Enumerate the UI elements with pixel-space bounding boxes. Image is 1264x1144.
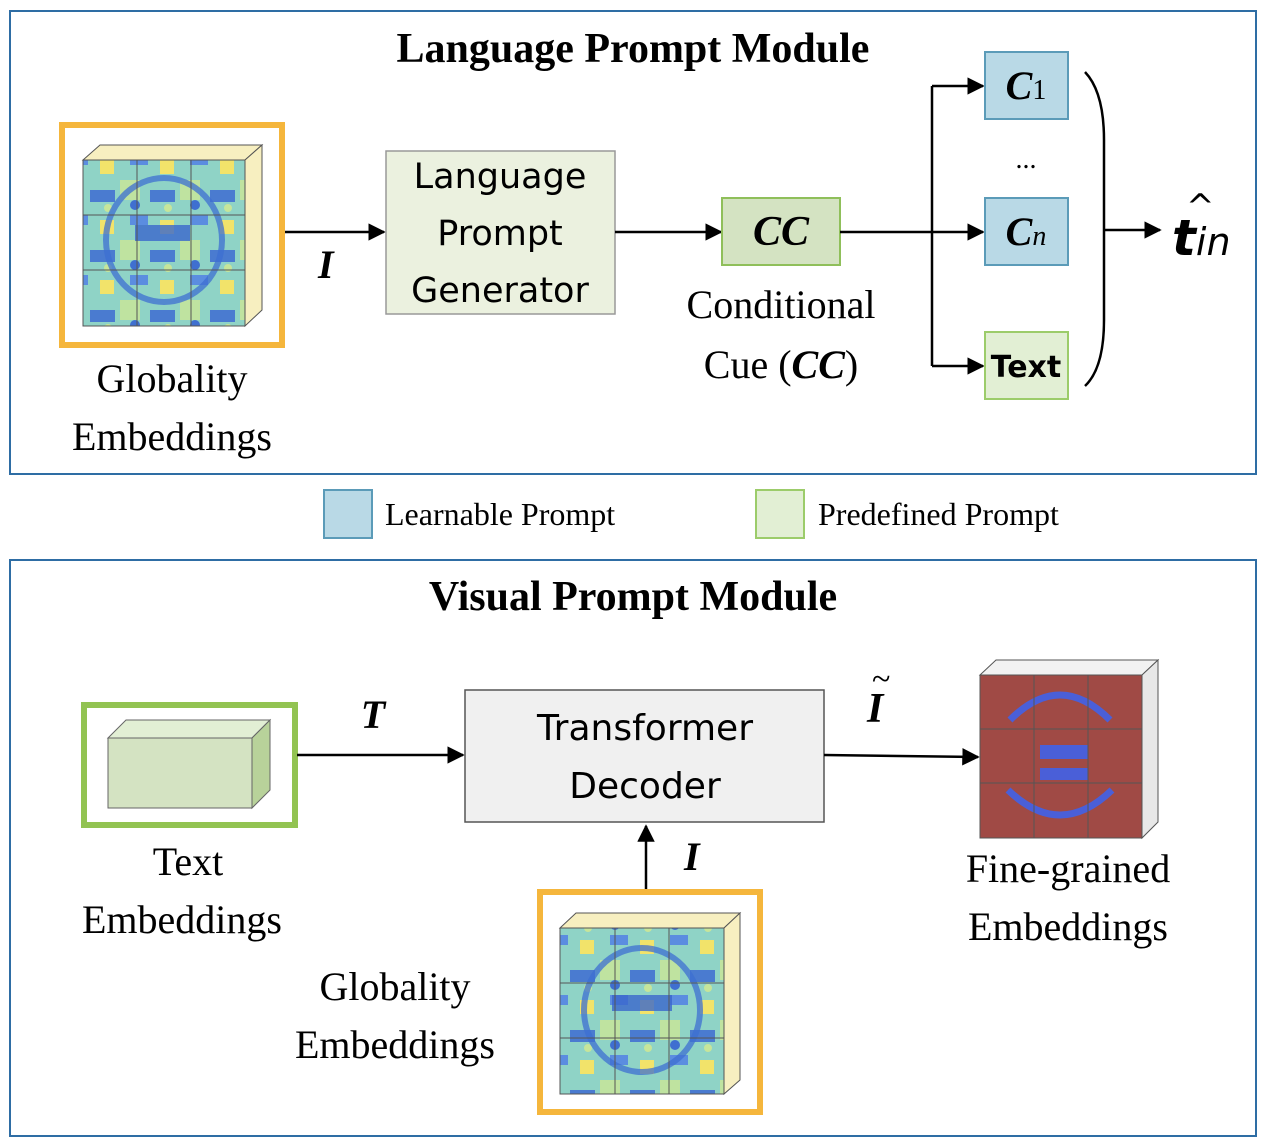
generator-label-2: Prompt	[437, 214, 563, 254]
generator-label-3: Generator	[411, 271, 589, 311]
text-symbol-t: T	[361, 692, 387, 737]
text-emb-label-2: Embeddings	[82, 897, 282, 942]
globality-label-top: Globality	[96, 356, 247, 401]
text-embedding-block	[81, 702, 298, 828]
output-hat: ^	[1186, 187, 1215, 227]
prompt-text-label: Text	[991, 350, 1062, 385]
globality-embedding-cube-bottom	[537, 889, 763, 1115]
language-module-frame	[9, 10, 1257, 475]
learnable-prompt-c1	[984, 51, 1069, 120]
transformer-decoder	[464, 689, 825, 823]
cc-symbol: CC	[753, 209, 810, 255]
visual-module-title: Visual Prompt Module	[429, 574, 837, 620]
legend-predefined-label: Predefined Prompt	[818, 496, 1059, 532]
prompt-cn-label: Cn	[1006, 209, 1047, 254]
arrow-decoder-to-fine	[823, 748, 980, 766]
language-prompt-generator	[385, 150, 616, 315]
fine-label-2: Embeddings	[968, 904, 1168, 949]
globality-embedding-cube	[59, 122, 285, 348]
input-symbol-i: I	[317, 242, 335, 287]
output-symbol-i-tilde: I	[866, 686, 885, 732]
legend-learnable-swatch	[323, 489, 373, 539]
prompt-c1-label: C1	[1006, 63, 1047, 108]
text-emb-label-1: Text	[153, 839, 224, 884]
output-tilde: ~	[872, 661, 890, 698]
globality-label-top-2: Embeddings	[72, 414, 272, 459]
visual-module-frame	[9, 559, 1257, 1137]
prompt-bracket	[1084, 71, 1106, 387]
predefined-prompt-text	[984, 331, 1069, 400]
output-t-in: tin	[1172, 209, 1231, 267]
fine-label-1: Fine-grained	[966, 846, 1170, 891]
decoder-input-symbol: I	[683, 834, 701, 879]
generator-label-1: Language	[414, 157, 587, 197]
cc-caption-1: Conditional	[687, 282, 876, 327]
fine-grained-embedding-cube	[978, 658, 1160, 840]
prompt-ellipsis: ...	[1016, 144, 1037, 175]
decoder-label-1: Transformer	[536, 708, 753, 749]
conditional-cue-box	[721, 197, 841, 266]
globality-label-bottom-2: Embeddings	[295, 1022, 495, 1067]
language-module-title: Language Prompt Module	[397, 26, 870, 72]
decoder-label-2: Decoder	[569, 766, 721, 807]
legend-learnable-label: Learnable Prompt	[385, 496, 615, 532]
legend-predefined-swatch	[755, 489, 805, 539]
globality-label-bottom-1: Globality	[319, 964, 470, 1009]
learnable-prompt-cn	[984, 197, 1069, 266]
cc-caption-2: Cue (CC)	[704, 342, 858, 387]
